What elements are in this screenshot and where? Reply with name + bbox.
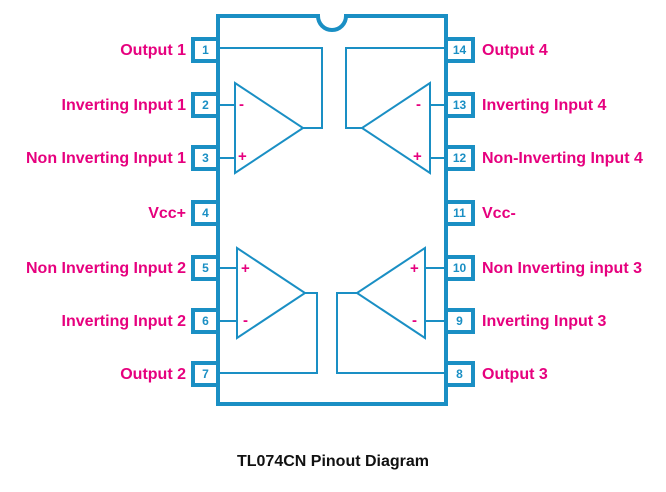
pin-11-box xyxy=(444,200,475,226)
opamp-4 xyxy=(345,47,446,175)
pin-3: 3 Non Inverting Input 1 xyxy=(26,145,220,171)
pin-10-number: 10 xyxy=(453,261,467,275)
opamp-1 xyxy=(218,47,323,175)
opamp-4-output-wire xyxy=(345,47,446,129)
pin-1-box xyxy=(191,37,220,63)
pin-14: 14 Output 4 xyxy=(444,37,548,63)
pin-5-number: 5 xyxy=(202,261,209,275)
pin-9-label: Inverting Input 3 xyxy=(482,313,607,330)
opamp-1-output-wire xyxy=(218,47,323,129)
pin-8-label: Output 3 xyxy=(482,366,548,383)
opamp-3-output-wire xyxy=(336,292,446,374)
pin-5: 5 Non Inverting Input 2 xyxy=(26,255,220,281)
pin-3-label: Non Inverting Input 1 xyxy=(26,150,186,167)
opamp-1-bottom-sign: + xyxy=(238,148,247,165)
pin-6-label: Inverting Input 2 xyxy=(62,313,187,330)
pin-5-box xyxy=(191,255,220,281)
pin-4-label: Vcc+ xyxy=(148,205,186,222)
opamp-2-bottom-sign: - xyxy=(243,312,248,329)
pin-2: 2 Inverting Input 1 xyxy=(62,92,220,118)
pin-6: 6 Inverting Input 2 xyxy=(62,308,220,334)
pin-4: 4 Vcc+ xyxy=(148,200,220,226)
pin-1: 1 Output 1 xyxy=(120,37,220,63)
opamp-signs: - + + - + - - + xyxy=(238,96,422,329)
opamp-2-output-wire xyxy=(218,292,318,374)
pin-4-box xyxy=(191,200,220,226)
pin-6-box xyxy=(191,308,220,334)
opamp-3-triangle xyxy=(355,246,426,340)
pin-13-box xyxy=(444,92,475,118)
opamp-3-bottom-sign: - xyxy=(412,312,417,329)
pin-8-box xyxy=(444,361,475,387)
pin-3-number: 3 xyxy=(202,151,209,165)
opamp-1-triangle xyxy=(234,81,305,175)
pin-2-box xyxy=(191,92,220,118)
pin-5-label: Non Inverting Input 2 xyxy=(26,260,186,277)
opamp-2-triangle xyxy=(236,246,307,340)
ic-body xyxy=(216,14,448,406)
pin-8: 8 Output 3 xyxy=(444,361,548,387)
pin-11-label: Vcc- xyxy=(482,205,516,222)
opamp-4-top-sign: - xyxy=(416,96,421,113)
pin-10-label: Non Inverting input 3 xyxy=(482,260,642,277)
pin-10: 10 Non Inverting input 3 xyxy=(444,255,642,281)
pin-3-box xyxy=(191,145,220,171)
pin-13-label: Inverting Input 4 xyxy=(482,97,607,114)
opamp-4-bottom-sign: + xyxy=(413,148,422,165)
pin-12-label: Non-Inverting Input 4 xyxy=(482,150,643,167)
opamp-2-top-sign: + xyxy=(241,260,250,277)
pin-9-box xyxy=(444,308,475,334)
opamp-3 xyxy=(336,246,446,374)
pin-4-number: 4 xyxy=(202,206,209,220)
pin-13: 13 Inverting Input 4 xyxy=(444,92,607,118)
opamp-1-top-sign: - xyxy=(239,96,244,113)
pin-12-number: 12 xyxy=(453,151,467,165)
pin-2-number: 2 xyxy=(202,98,209,112)
pin-2-label: Inverting Input 1 xyxy=(62,97,187,114)
pin-12: 12 Non-Inverting Input 4 xyxy=(444,145,643,171)
pin-7-box xyxy=(191,361,220,387)
pin-12-box xyxy=(444,145,475,171)
pin-7-number: 7 xyxy=(202,367,209,381)
pin-14-number: 14 xyxy=(453,43,467,57)
opamp-2 xyxy=(218,246,318,374)
pin-14-box xyxy=(444,37,475,63)
opamp-4-triangle xyxy=(360,81,431,175)
pin-14-label: Output 4 xyxy=(482,42,548,59)
opamp-3-top-sign: + xyxy=(410,260,419,277)
pin-9: 9 Inverting Input 3 xyxy=(444,308,607,334)
pin-11-number: 11 xyxy=(453,206,466,220)
pin-10-box xyxy=(444,255,475,281)
diagram-caption: TL074CN Pinout Diagram xyxy=(237,453,429,470)
pin-7-label: Output 2 xyxy=(120,366,186,383)
pin-9-number: 9 xyxy=(456,314,463,328)
pin-7: 7 Output 2 xyxy=(120,361,220,387)
pin-1-number: 1 xyxy=(202,43,209,57)
pin-6-number: 6 xyxy=(202,314,209,328)
pin-1-label: Output 1 xyxy=(120,42,186,59)
pin-13-number: 13 xyxy=(453,98,467,112)
pin-8-number: 8 xyxy=(456,367,463,381)
pin-11: 11 Vcc- xyxy=(444,200,516,226)
